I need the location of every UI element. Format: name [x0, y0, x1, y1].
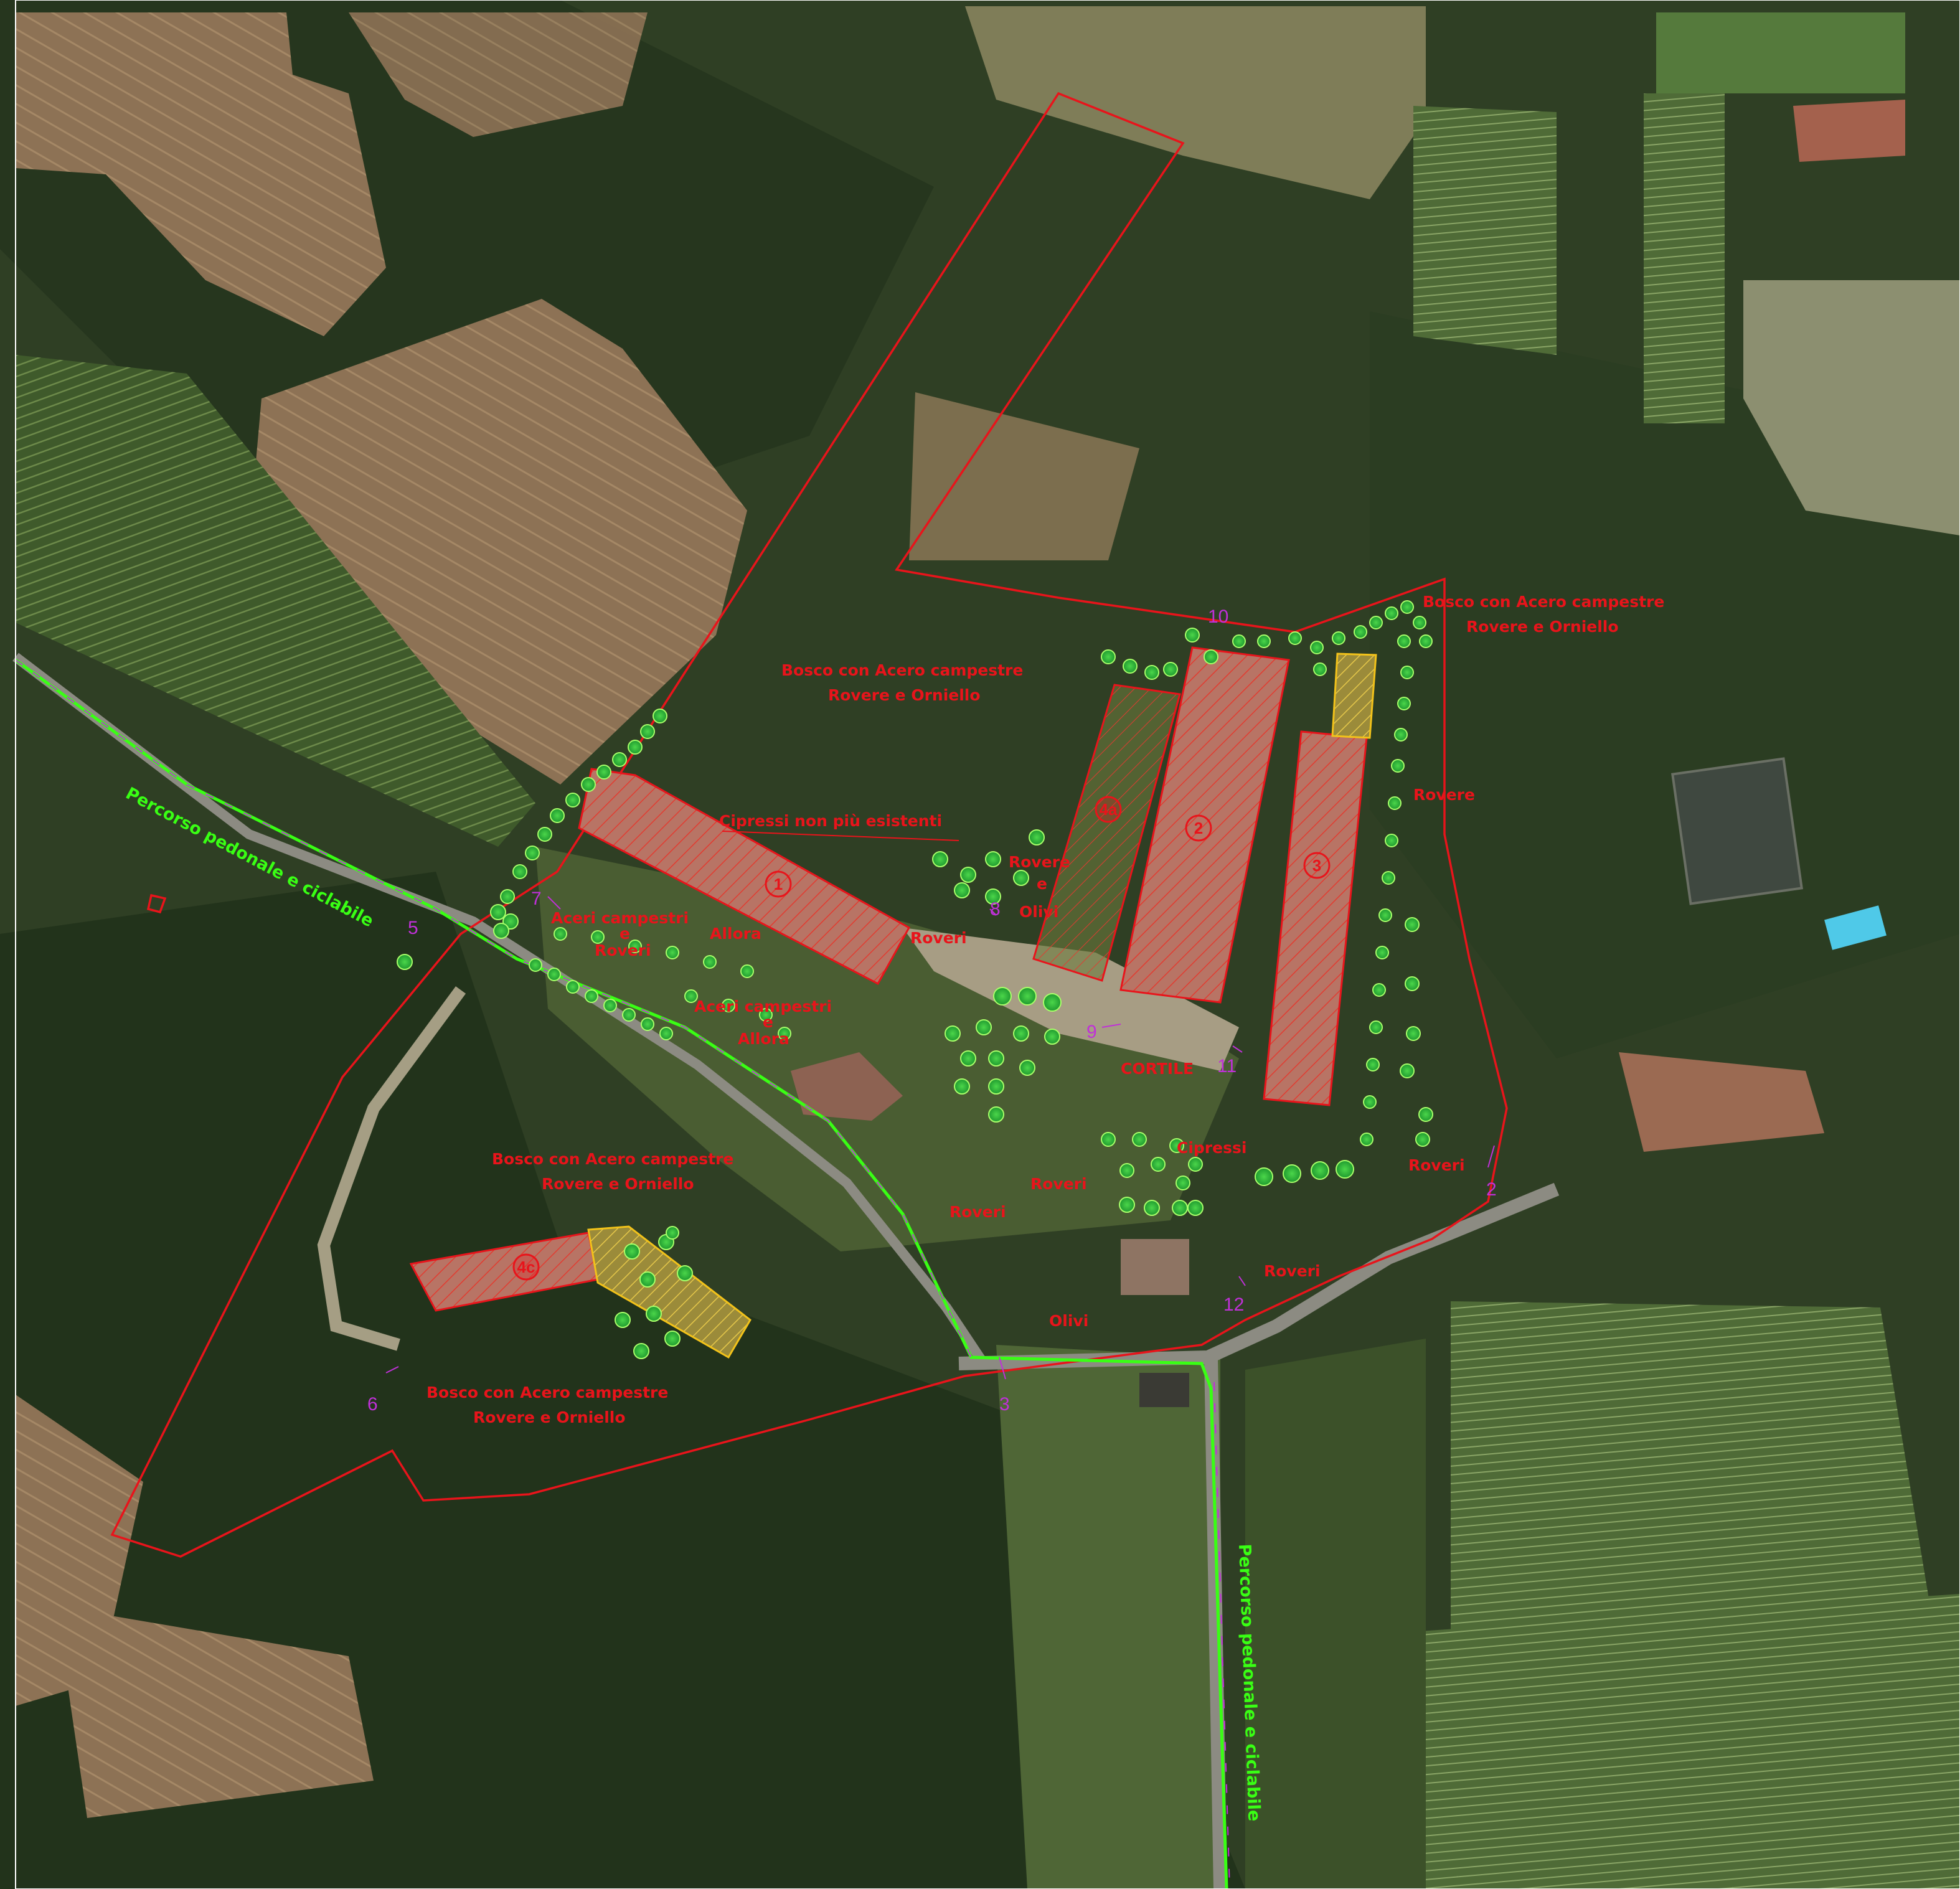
label-allora-1: Allora	[710, 925, 761, 943]
label-cipressi-non-esistenti: Cipressi non più esistenti	[719, 812, 942, 830]
label-aceri-1: Aceri campestri	[551, 909, 689, 927]
pedestrian-cycle-paths	[14, 658, 1230, 1889]
buildings: 1 2 3 4a 4c	[409, 646, 1377, 1359]
label-bosco-c-line1: Bosco con Acero campestre	[781, 661, 1023, 679]
label-aceri-2-e: e	[763, 1013, 773, 1031]
yellow-plot	[1331, 652, 1377, 739]
label-bosco-s-line1: Bosco con Acero campestre	[426, 1383, 668, 1401]
building-2: 2	[1119, 646, 1290, 1004]
point-3: 3	[999, 1394, 1010, 1415]
label-aceri-1-roveri: Roveri	[595, 941, 651, 959]
point-9: 9	[1086, 1022, 1097, 1042]
point-12: 12	[1223, 1294, 1244, 1315]
label-cipressi: Cipressi	[1177, 1139, 1246, 1157]
label-rovere-east: Rovere	[1413, 786, 1475, 804]
building-1: 1	[578, 768, 911, 986]
label-bosco-sw-line2: Rovere e Orniello	[542, 1175, 694, 1193]
label-roveri-5: Roveri	[1264, 1262, 1321, 1280]
label-bosco-ne-line2: Rovere e Orniello	[1466, 618, 1619, 636]
point-2: 2	[1486, 1179, 1497, 1200]
building-number-4a: 4a	[1100, 800, 1118, 819]
label-bosco-ne-line1: Bosco con Acero campestre	[1423, 593, 1664, 611]
building-4a: 4a	[1032, 684, 1181, 982]
label-allora-2: Allora	[738, 1030, 789, 1048]
boundary-main	[110, 92, 1508, 1558]
label-cortile: CORTILE	[1121, 1060, 1194, 1078]
boundary-small	[146, 893, 167, 914]
point-leaders	[385, 896, 1495, 1380]
label-roveri-3: Roveri	[949, 1203, 1006, 1221]
building-4c: 4c	[409, 1225, 751, 1359]
building-number-1: 1	[774, 875, 783, 893]
point-8: 8	[990, 899, 1001, 920]
path-line-west-dash	[15, 659, 972, 1358]
point-7: 7	[531, 888, 542, 909]
label-olivi-2: Olivi	[1049, 1312, 1088, 1330]
label-roveri-2: Roveri	[1030, 1175, 1087, 1193]
property-boundaries	[110, 92, 1508, 1558]
point-6: 6	[367, 1394, 378, 1415]
label-aceri-2: Aceri campestri	[694, 997, 832, 1015]
label-bosco-s-line2: Rovere e Orniello	[473, 1408, 626, 1426]
label-olivi-1: Olivi	[1019, 903, 1058, 921]
point-10: 10	[1208, 606, 1228, 627]
label-bosco-c-line2: Rovere e Orniello	[828, 686, 981, 704]
building-number-4c: 4c	[517, 1258, 535, 1276]
label-aceri-1-e: e	[620, 925, 630, 943]
map-frame-border	[15, 0, 1960, 1889]
label-rovere: Rovere	[1009, 853, 1070, 871]
tree-symbols	[397, 600, 1433, 1359]
building-number-2: 2	[1194, 819, 1203, 837]
label-bosco-sw-line1: Bosco con Acero campestre	[492, 1150, 733, 1168]
building-number-3: 3	[1312, 856, 1321, 875]
label-roveri-1: Roveri	[910, 929, 967, 947]
label-roveri-4: Roveri	[1408, 1156, 1465, 1174]
point-5: 5	[408, 918, 418, 938]
label-rovere-e: e	[1037, 875, 1047, 893]
cipressi-leader	[722, 831, 959, 841]
point-11: 11	[1217, 1056, 1237, 1076]
